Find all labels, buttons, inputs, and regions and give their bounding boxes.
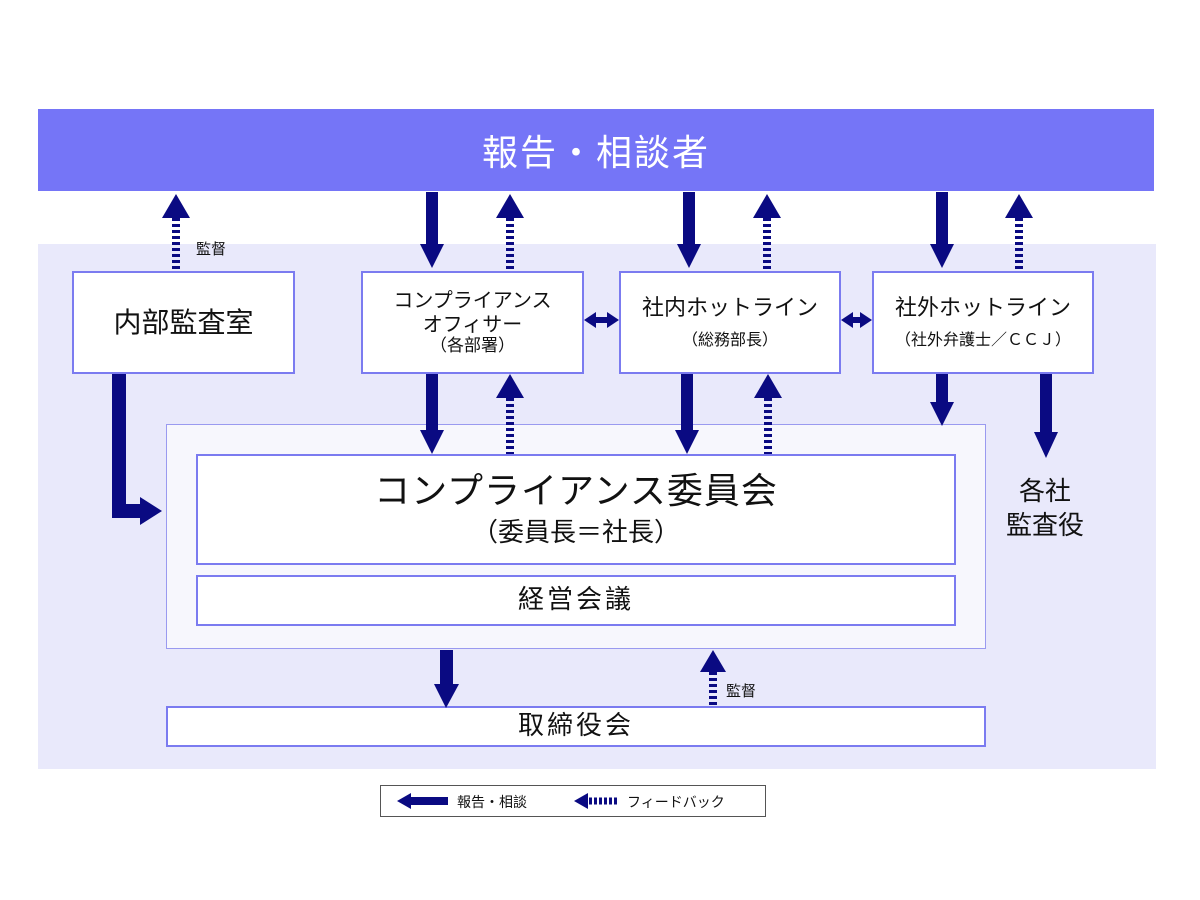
report-arrow-external-to-auditors (1034, 374, 1058, 458)
management-meeting-label: 経営会議 (517, 584, 634, 615)
feedback-arrow-audit (162, 194, 190, 218)
header-title: 報告・相談者 (481, 133, 710, 174)
report-arrow-audit-to-committee (112, 374, 162, 525)
supervise-label-top: 監督 (196, 240, 227, 258)
legend-arrows (397, 793, 617, 809)
committee-sub-label: （委員長＝社長） (471, 517, 680, 548)
legend-feedback-label: フィードバック (627, 795, 725, 811)
report-arrow-officer-to-committee (420, 374, 444, 454)
external-hotline-label: 社外ホットライン (894, 295, 1071, 321)
officer-label-line2: オフィサー (422, 312, 523, 337)
internal-hotline-box: 社内ホットライン （総務部長） (619, 271, 841, 374)
compliance-committee-box: コンプライアンス委員会 （委員長＝社長） (196, 454, 956, 565)
legend: 報告・相談 フィードバック (380, 785, 766, 817)
internal-audit-box: 内部監査室 (72, 271, 295, 374)
report-arrow-hotline-to-committee (675, 374, 699, 454)
report-arrow-committee-to-board (434, 650, 459, 708)
feedback-arrow-external-hotline (1005, 194, 1033, 218)
compliance-officer-box: コンプライアンス オフィサー （各部署） (361, 271, 584, 374)
report-arrow-external-hotline (930, 192, 954, 268)
header-banner: 報告・相談者 (38, 109, 1154, 191)
internal-hotline-label: 社内ホットライン (641, 295, 818, 321)
officer-sub-label: （各部署） (430, 336, 515, 357)
link-arrow-hotline-external (841, 312, 872, 328)
supervise-arrow-board-to-committee (700, 650, 726, 672)
report-arrow-external-to-panel (930, 374, 954, 426)
feedback-arrow-committee-to-hotline (754, 374, 782, 398)
supervise-label-bottom: 監督 (726, 682, 757, 700)
board-label: 取締役会 (517, 710, 634, 741)
auditors-label-line1: 各社 (1018, 477, 1071, 507)
management-meeting-box: 経営会議 (196, 575, 956, 626)
auditors-label: 各社 監査役 (990, 476, 1100, 544)
report-arrow-officer (420, 192, 444, 268)
internal-audit-label: 内部監査室 (113, 305, 254, 339)
link-arrow-officer-hotline (584, 312, 619, 328)
feedback-arrow-committee-to-officer (496, 374, 524, 398)
auditors-label-line2: 監査役 (1005, 510, 1084, 541)
external-hotline-sub-label: （社外弁護士／ＣＣＪ） (894, 330, 1071, 350)
report-arrow-internal-hotline (677, 192, 701, 268)
internal-hotline-sub-label: （総務部長） (681, 330, 778, 350)
officer-label-line1: コンプライアンス (393, 288, 552, 313)
committee-label: コンプライアンス委員会 (374, 471, 778, 513)
legend-report-label: 報告・相談 (457, 795, 527, 811)
board-box: 取締役会 (166, 706, 986, 747)
feedback-arrow-officer (496, 194, 524, 218)
feedback-arrow-internal-hotline (753, 194, 781, 218)
external-hotline-box: 社外ホットライン （社外弁護士／ＣＣＪ） (872, 271, 1094, 374)
